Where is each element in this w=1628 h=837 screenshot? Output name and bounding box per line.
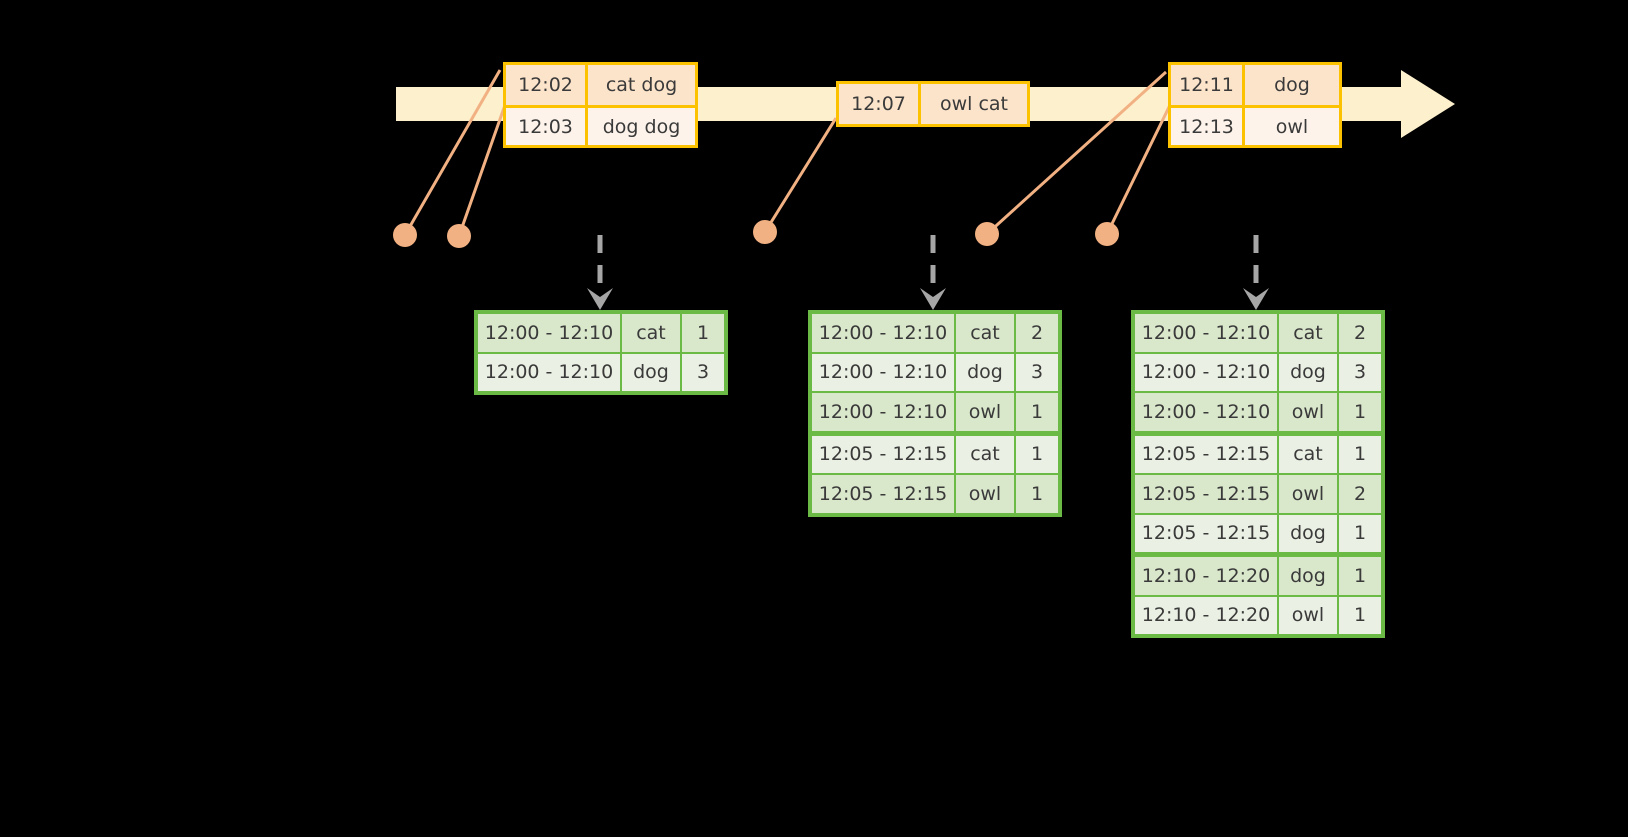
- event-value: owl: [1275, 115, 1309, 138]
- window-cell: 12:00 - 12:10: [812, 353, 954, 391]
- event-value: dog dog: [602, 115, 681, 138]
- count-cell: 3: [1016, 353, 1058, 391]
- count-cell: 1: [1016, 435, 1058, 473]
- key-cell: cat: [622, 314, 680, 352]
- key-cell: dog: [1279, 514, 1337, 552]
- event-value: dog: [1274, 74, 1310, 96]
- event-row: 12:03 dog dog: [506, 105, 695, 145]
- event-time: 12:02: [506, 65, 588, 105]
- event-row: 12:11 dog: [1171, 65, 1339, 105]
- window-cell: 12:05 - 12:15: [1135, 475, 1277, 513]
- window-cell: 12:10 - 12:20: [1135, 596, 1277, 634]
- count-cell: 1: [1339, 557, 1381, 595]
- window-cell: 12:00 - 12:10: [1135, 353, 1277, 391]
- event-time: 12:11: [1171, 65, 1245, 105]
- connector-5-dot: [1095, 222, 1119, 246]
- key-cell: dog: [956, 353, 1014, 391]
- event-group-2[interactable]: 12:07 owl cat: [836, 81, 1030, 127]
- connector-4-dot: [975, 222, 999, 246]
- event-time: 12:13: [1171, 108, 1245, 145]
- window-cell: 12:05 - 12:15: [1135, 435, 1277, 473]
- window-cell: 12:10 - 12:20: [1135, 557, 1277, 595]
- key-cell: cat: [956, 314, 1014, 352]
- count-cell: 1: [1339, 435, 1381, 473]
- key-cell: dog: [622, 353, 680, 391]
- connector-2: [457, 104, 507, 237]
- key-cell: owl: [956, 393, 1014, 431]
- down-arrow-1-head: [587, 288, 613, 310]
- window-cell: 12:05 - 12:15: [812, 435, 954, 473]
- connector-1-dot: [393, 223, 417, 247]
- event-value: cat dog: [605, 74, 678, 96]
- event-row: 12:07 owl cat: [839, 84, 1027, 124]
- window-cell: 12:00 - 12:10: [812, 314, 954, 352]
- key-cell: cat: [1279, 435, 1337, 473]
- connector-3: [763, 117, 838, 233]
- event-time: 12:03: [506, 108, 588, 145]
- connector-5: [1105, 104, 1172, 235]
- count-cell: 2: [1339, 314, 1381, 352]
- count-cell: 1: [1339, 596, 1381, 634]
- event-row: 12:02 cat dog: [506, 65, 695, 105]
- key-cell: dog: [1279, 353, 1337, 391]
- key-cell: owl: [1279, 393, 1337, 431]
- event-row: 12:13 owl: [1171, 105, 1339, 145]
- count-cell: 1: [1016, 475, 1058, 513]
- key-cell: cat: [1279, 314, 1337, 352]
- count-cell: 1: [1016, 393, 1058, 431]
- count-cell: 1: [682, 314, 724, 352]
- event-group-1[interactable]: 12:02 cat dog 12:03 dog dog: [503, 62, 698, 148]
- window-cell: 12:00 - 12:10: [1135, 393, 1277, 431]
- key-cell: owl: [1279, 475, 1337, 513]
- down-arrow-3-head: [1243, 288, 1269, 310]
- key-cell: cat: [956, 435, 1014, 473]
- count-cell: 2: [1016, 314, 1058, 352]
- event-value: owl cat: [939, 93, 1009, 115]
- key-cell: dog: [1279, 557, 1337, 595]
- count-cell: 1: [1339, 514, 1381, 552]
- window-cell: 12:05 - 12:15: [812, 475, 954, 513]
- window-cell: 12:05 - 12:15: [1135, 514, 1277, 552]
- count-cell: 2: [1339, 475, 1381, 513]
- window-cell: 12:00 - 12:10: [478, 353, 620, 391]
- count-cell: 3: [682, 353, 724, 391]
- count-cell: 3: [1339, 353, 1381, 391]
- down-arrow-2-head: [920, 288, 946, 310]
- window-cell: 12:00 - 12:10: [812, 393, 954, 431]
- connector-3-dot: [753, 220, 777, 244]
- window-cell: 12:00 - 12:10: [1135, 314, 1277, 352]
- key-cell: owl: [1279, 596, 1337, 634]
- window-cell: 12:00 - 12:10: [478, 314, 620, 352]
- connector-2-dot: [447, 224, 471, 248]
- event-group-3[interactable]: 12:11 dog 12:13 owl: [1168, 62, 1342, 148]
- timeline-arrowhead: [1401, 70, 1455, 138]
- count-cell: 1: [1339, 393, 1381, 431]
- key-cell: owl: [956, 475, 1014, 513]
- event-time: 12:07: [839, 84, 921, 124]
